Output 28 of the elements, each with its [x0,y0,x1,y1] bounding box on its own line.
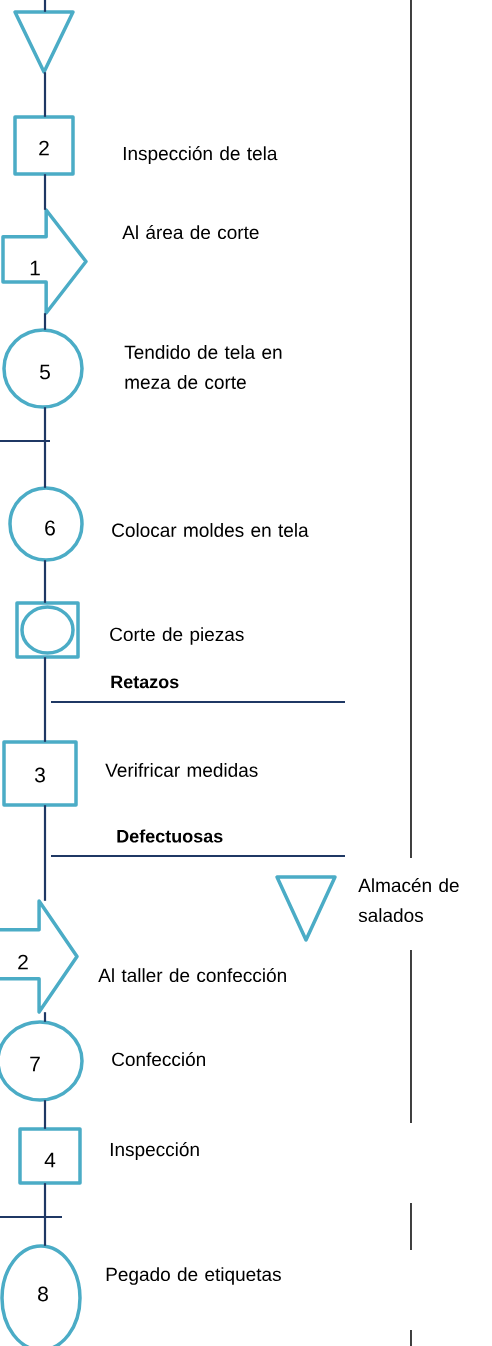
inspection-square: 3 [2,740,78,807]
step-label: Corte de piezas [110,627,244,645]
step-label: Colocar moldes en tela [112,523,309,537]
flow-line [43,657,47,742]
step-label: Inspección [110,1142,199,1160]
output-label: Defectuosas [117,829,223,843]
step-label: Confección [112,1051,205,1067]
output-label: Retazos [111,675,179,689]
inspection-square: 4 [18,1127,82,1185]
step-label: Al área de corte [122,224,259,240]
step-label: Inspección de tela [123,146,278,164]
inspection-square: 2 [13,115,75,176]
flow-line [43,560,47,603]
flow-line [43,407,47,488]
flow-line [43,72,47,117]
storage-triangle [13,10,75,74]
flow-line [43,174,47,210]
step-label: Pegado de etiquetas [106,1267,281,1285]
step-label: Almacén de salados [358,877,459,923]
step-label: Al taller de confección [98,967,286,983]
flow-line [43,1012,47,1022]
flow-line [43,805,47,901]
flow-line [43,0,47,12]
flow-line [43,1100,47,1129]
flow-line [43,313,47,330]
step-label: Tendido de tela en meza de corte [124,345,282,389]
flow-line [43,1183,47,1246]
step-label: Verifricar medidas [105,763,258,777]
